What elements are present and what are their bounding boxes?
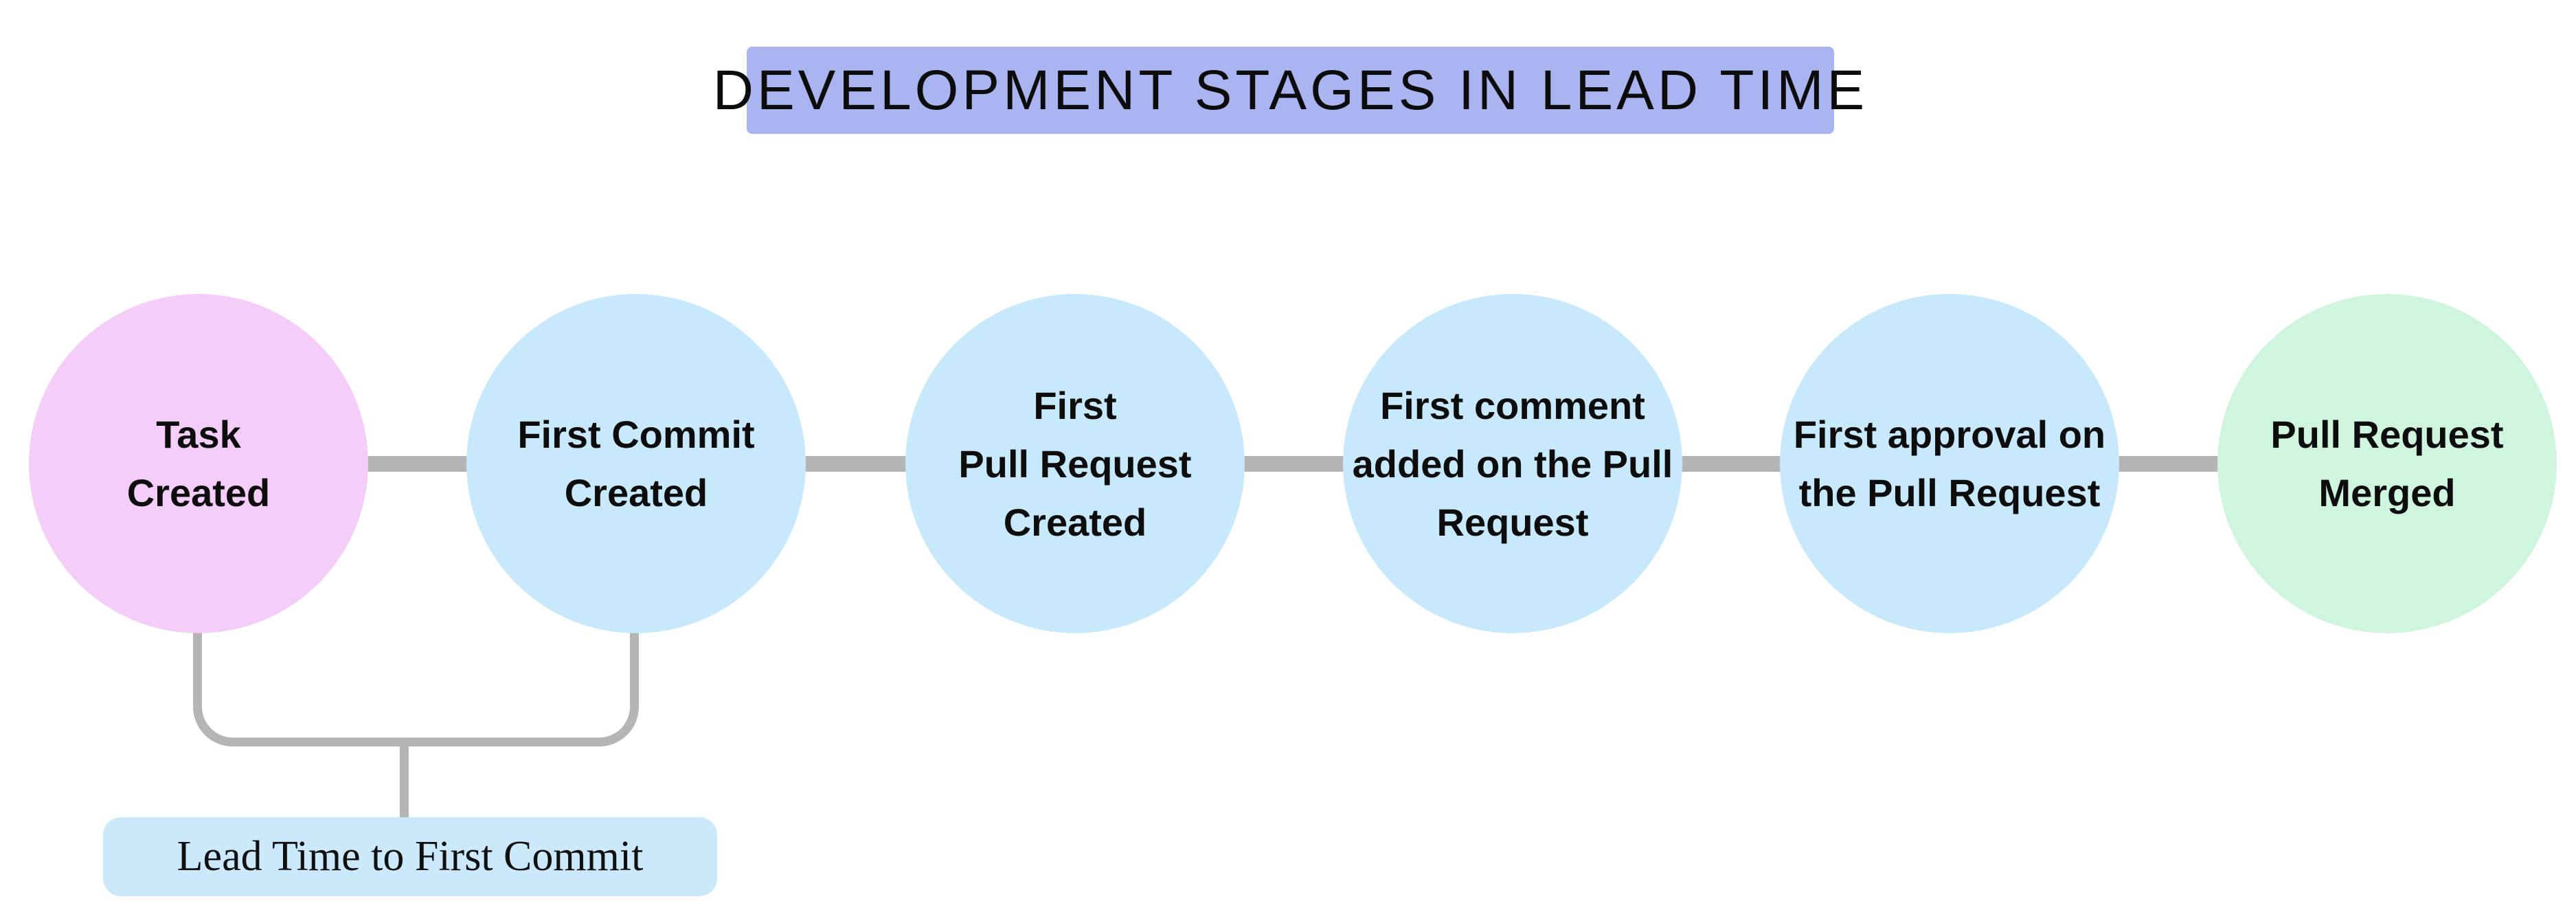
stage-label-line: First	[1033, 383, 1117, 427]
stage-label-line: Task	[156, 413, 241, 456]
stage-label-line: Pull Request	[958, 442, 1192, 486]
stage-label-line: Pull Request	[2270, 413, 2504, 456]
stage-label-line: First Commit	[517, 413, 755, 456]
stage-circle-first-pull-request-created: First Pull Request Created	[905, 294, 1245, 633]
stage-label-line: Request	[1436, 500, 1589, 544]
stage-circle-task-created: Task Created	[29, 294, 368, 633]
stage-circle-first-commit-created: First Commit Created	[466, 294, 806, 633]
page-title: DEVELOPMENT STAGES IN LEAD TIME	[713, 47, 1864, 134]
lead-time-bracket-stem	[400, 743, 409, 817]
lead-time-bracket	[193, 626, 639, 747]
stage-label-line: added on the Pull	[1352, 442, 1673, 486]
stage-label-line: Created	[126, 471, 271, 514]
stage-circle-pull-request-merged: Pull Request Merged	[2217, 294, 2557, 633]
stage-label-line: First approval on	[1793, 413, 2106, 456]
stage-label-line: Created	[564, 471, 708, 514]
lead-time-annotation: Lead Time to First Commit	[103, 817, 717, 896]
stage-circle-first-approval: First approval on the Pull Request	[1780, 294, 2119, 633]
stage-label-line: Merged	[2318, 471, 2456, 514]
stage-label-line: First comment	[1380, 383, 1645, 427]
stage-circle-first-comment-added: First comment added on the Pull Request	[1343, 294, 1682, 633]
stage-label-line: the Pull Request	[1798, 471, 2101, 514]
stage-label-line: Created	[1003, 500, 1147, 544]
